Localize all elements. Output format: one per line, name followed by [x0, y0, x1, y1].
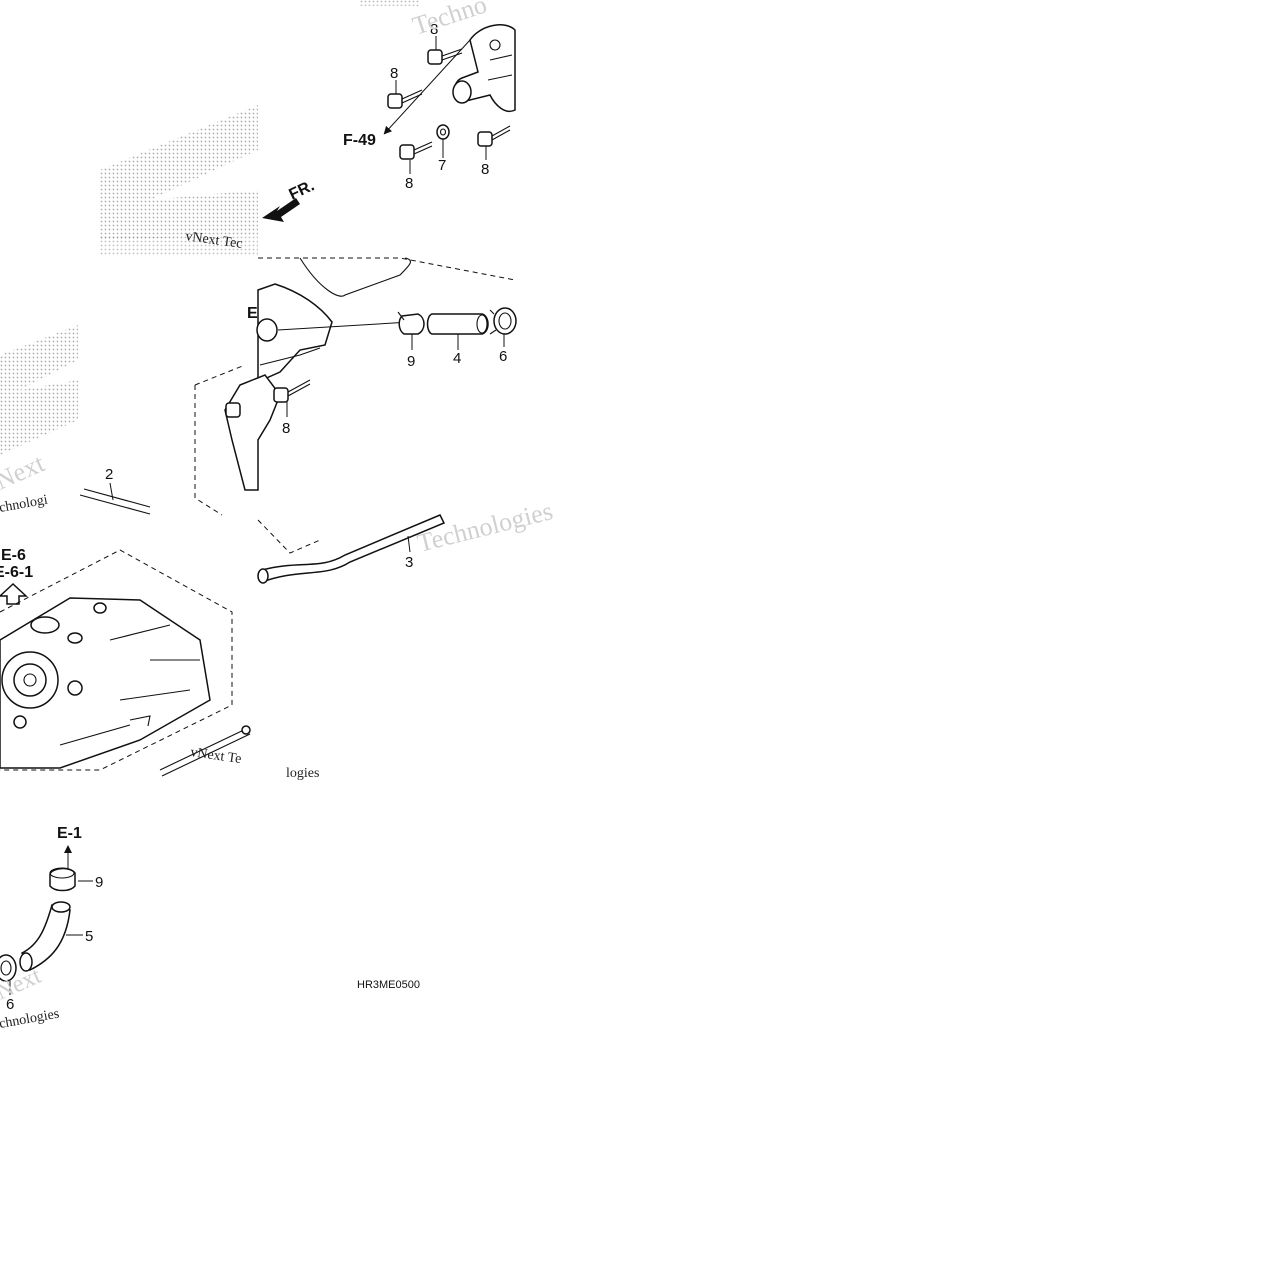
flange-bolt [399, 141, 433, 160]
watermark-text: Technologies [414, 496, 555, 558]
callout-3: 3 [405, 554, 413, 571]
hose-clamp-6 [0, 954, 17, 982]
callout-9: 9 [95, 874, 103, 891]
flange-bolt [387, 89, 423, 109]
water-hose-5 [19, 901, 71, 972]
front-label: FR. [287, 177, 318, 203]
ref-e6-1: E-6-1 [0, 564, 33, 581]
sealing-washer [436, 124, 450, 140]
callout-8: 8 [282, 420, 290, 437]
callout-8: 8 [481, 161, 489, 178]
callout-5: 5 [85, 928, 93, 945]
callout-4: 4 [453, 350, 461, 367]
flange-bolt [427, 48, 463, 65]
callout-7: 7 [438, 157, 446, 174]
watermark-text: chnologi [0, 493, 49, 516]
cylinder-head-outline [224, 257, 411, 491]
water-pump-cover [452, 24, 516, 112]
water-hose-4 [426, 313, 489, 335]
callout-6: 6 [6, 996, 14, 1013]
ref-e-partial: E [247, 305, 258, 322]
flange-bolt [273, 379, 311, 403]
watermark-text: logies [286, 766, 319, 781]
callout-8: 8 [430, 21, 438, 38]
ref-f49: F-49 [343, 132, 376, 149]
hose-clamp-6 [489, 307, 517, 335]
callout-9: 9 [407, 353, 415, 370]
watermark-text: Next [0, 448, 49, 495]
ref-e1: E-1 [57, 825, 82, 842]
up-arrow-icon [0, 582, 28, 605]
callout-6: 6 [499, 348, 507, 365]
callout-8: 8 [390, 65, 398, 82]
pipe-lower [159, 725, 251, 777]
flange-bolt [477, 125, 511, 147]
drawing-code: HR3ME0500 [357, 979, 420, 991]
callout-8: 8 [405, 175, 413, 192]
hose-clamp-9 [397, 311, 425, 335]
callout-2: 2 [105, 466, 113, 483]
front-direction-arrow: FR. [262, 177, 317, 222]
crankcase-housing [0, 597, 211, 769]
water-pipe-3 [257, 514, 446, 584]
brand-logo-watermark [0, 0, 420, 455]
watermark-text: vNext Te [189, 745, 242, 767]
hose-clamp-9 [49, 867, 76, 892]
ref-e6: E-6 [1, 547, 26, 564]
pipe-2 [79, 488, 151, 515]
